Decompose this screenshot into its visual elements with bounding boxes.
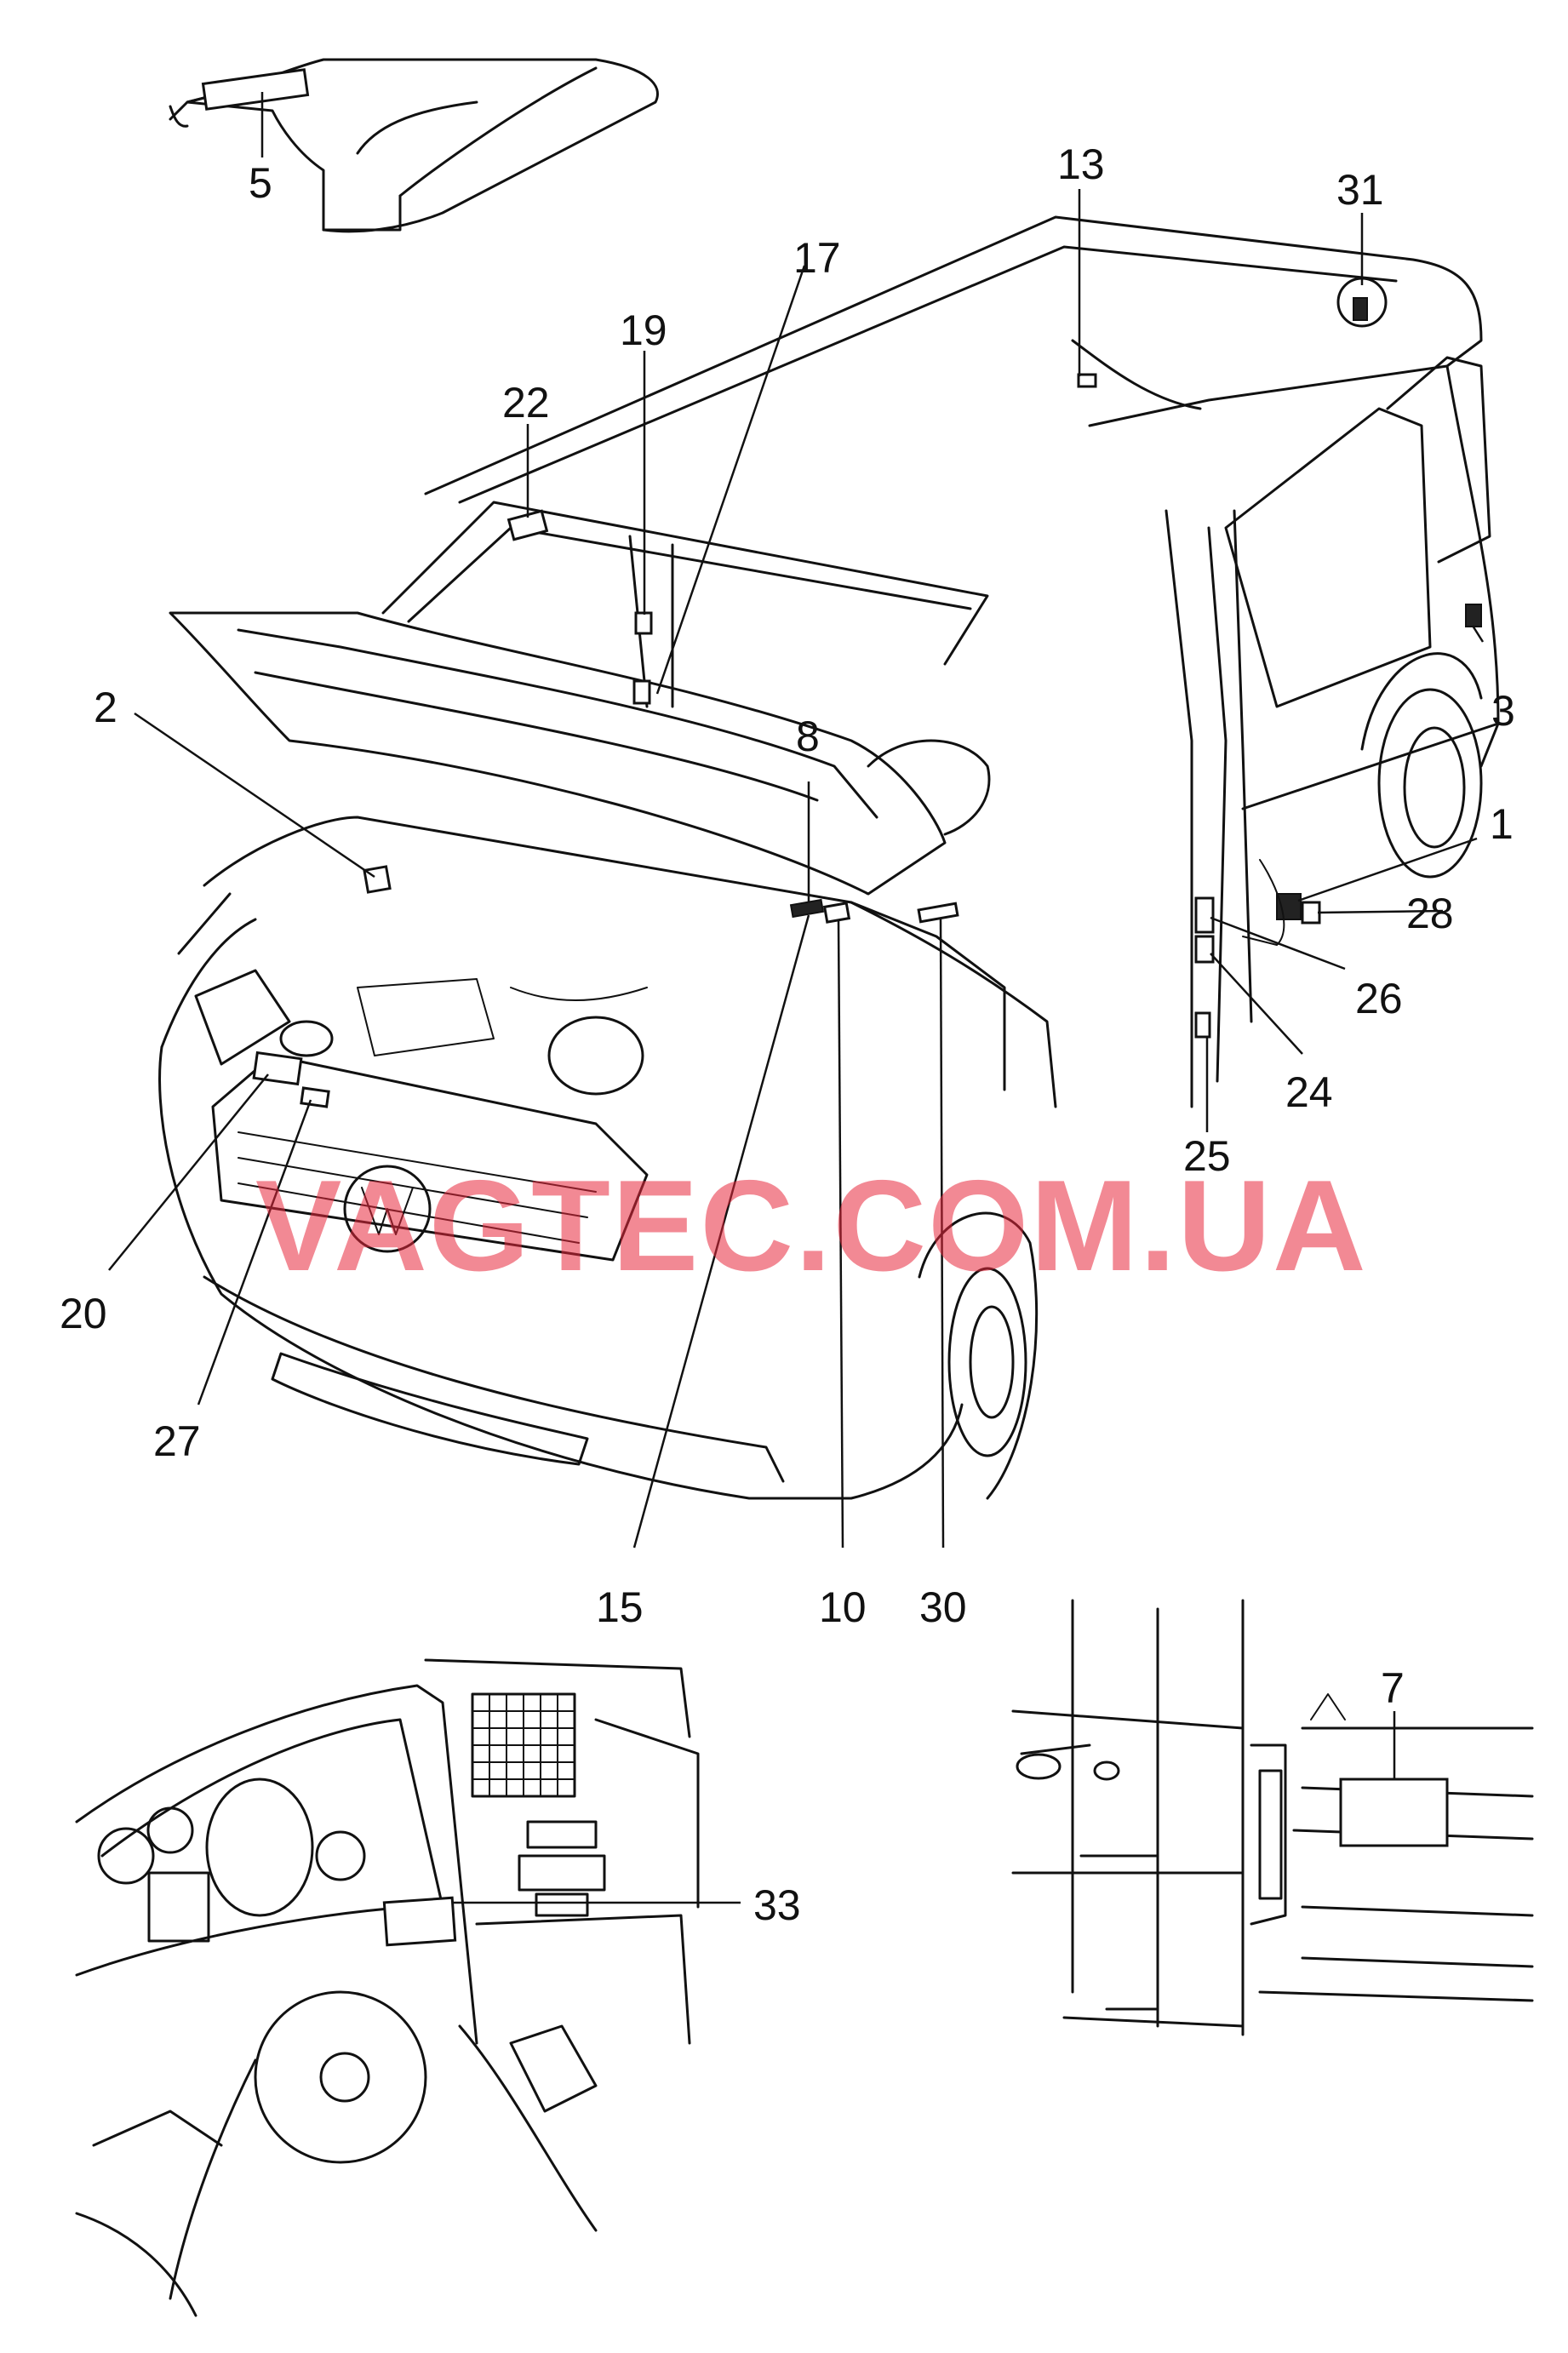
sticker-5 [201,68,310,111]
sticker-1 [1276,893,1302,920]
sticker-25 [1194,1011,1211,1039]
dashboard-inset [75,1658,700,2317]
sticker-7 [1339,1778,1449,1847]
vw-logo [343,1165,432,1253]
callout-24: 24 [1285,1068,1333,1116]
callout-3: 3 [1491,687,1515,735]
callout-2: 2 [94,684,117,731]
sticker-31 [1353,297,1368,321]
callout-10: 10 [819,1583,867,1631]
van-drawing [158,215,1500,1500]
sticker-2 [363,865,392,894]
callout-27: 27 [153,1417,201,1465]
watermark: VAGTEC.COM.UA [255,1154,1368,1298]
sticker-28 [1301,901,1321,925]
sticker-19 [634,611,653,635]
callout-8: 8 [796,713,820,760]
callout-15: 15 [596,1583,644,1631]
callout-5: 5 [249,159,272,207]
sticker-24 [1194,935,1215,964]
callout-20: 20 [60,1290,107,1337]
callout-26: 26 [1355,975,1403,1022]
sticker-13 [1077,373,1097,388]
door-pillar-inset [1011,1599,1534,2036]
callout-19: 19 [620,306,667,354]
callout-25: 25 [1183,1132,1231,1180]
sticker-20 [252,1051,303,1086]
sticker-10 [822,902,851,924]
sticker-33 [382,1896,457,1947]
callout-13: 13 [1057,140,1105,188]
sticker-17 [632,679,651,705]
callout-30: 30 [919,1583,967,1631]
callout-33: 33 [753,1881,801,1929]
callout-31: 31 [1336,166,1384,214]
sticker-22 [506,509,549,541]
callout-17: 17 [793,234,841,282]
sticker-8 [789,898,825,919]
sticker-30 [917,902,959,924]
callout-7: 7 [1381,1664,1405,1712]
callout-28: 28 [1406,890,1454,937]
callout-22: 22 [502,379,550,427]
leader-lines [108,92,1485,1904]
callout-labels: 1 2 3 5 7 8 10 13 15 17 19 20 22 24 25 2… [60,140,1515,1929]
callout-1: 1 [1490,800,1514,848]
sticker-3 [1465,604,1482,627]
sticker-26 [1194,896,1215,934]
sticker-27 [300,1086,330,1108]
gear-console-inset [169,58,659,233]
